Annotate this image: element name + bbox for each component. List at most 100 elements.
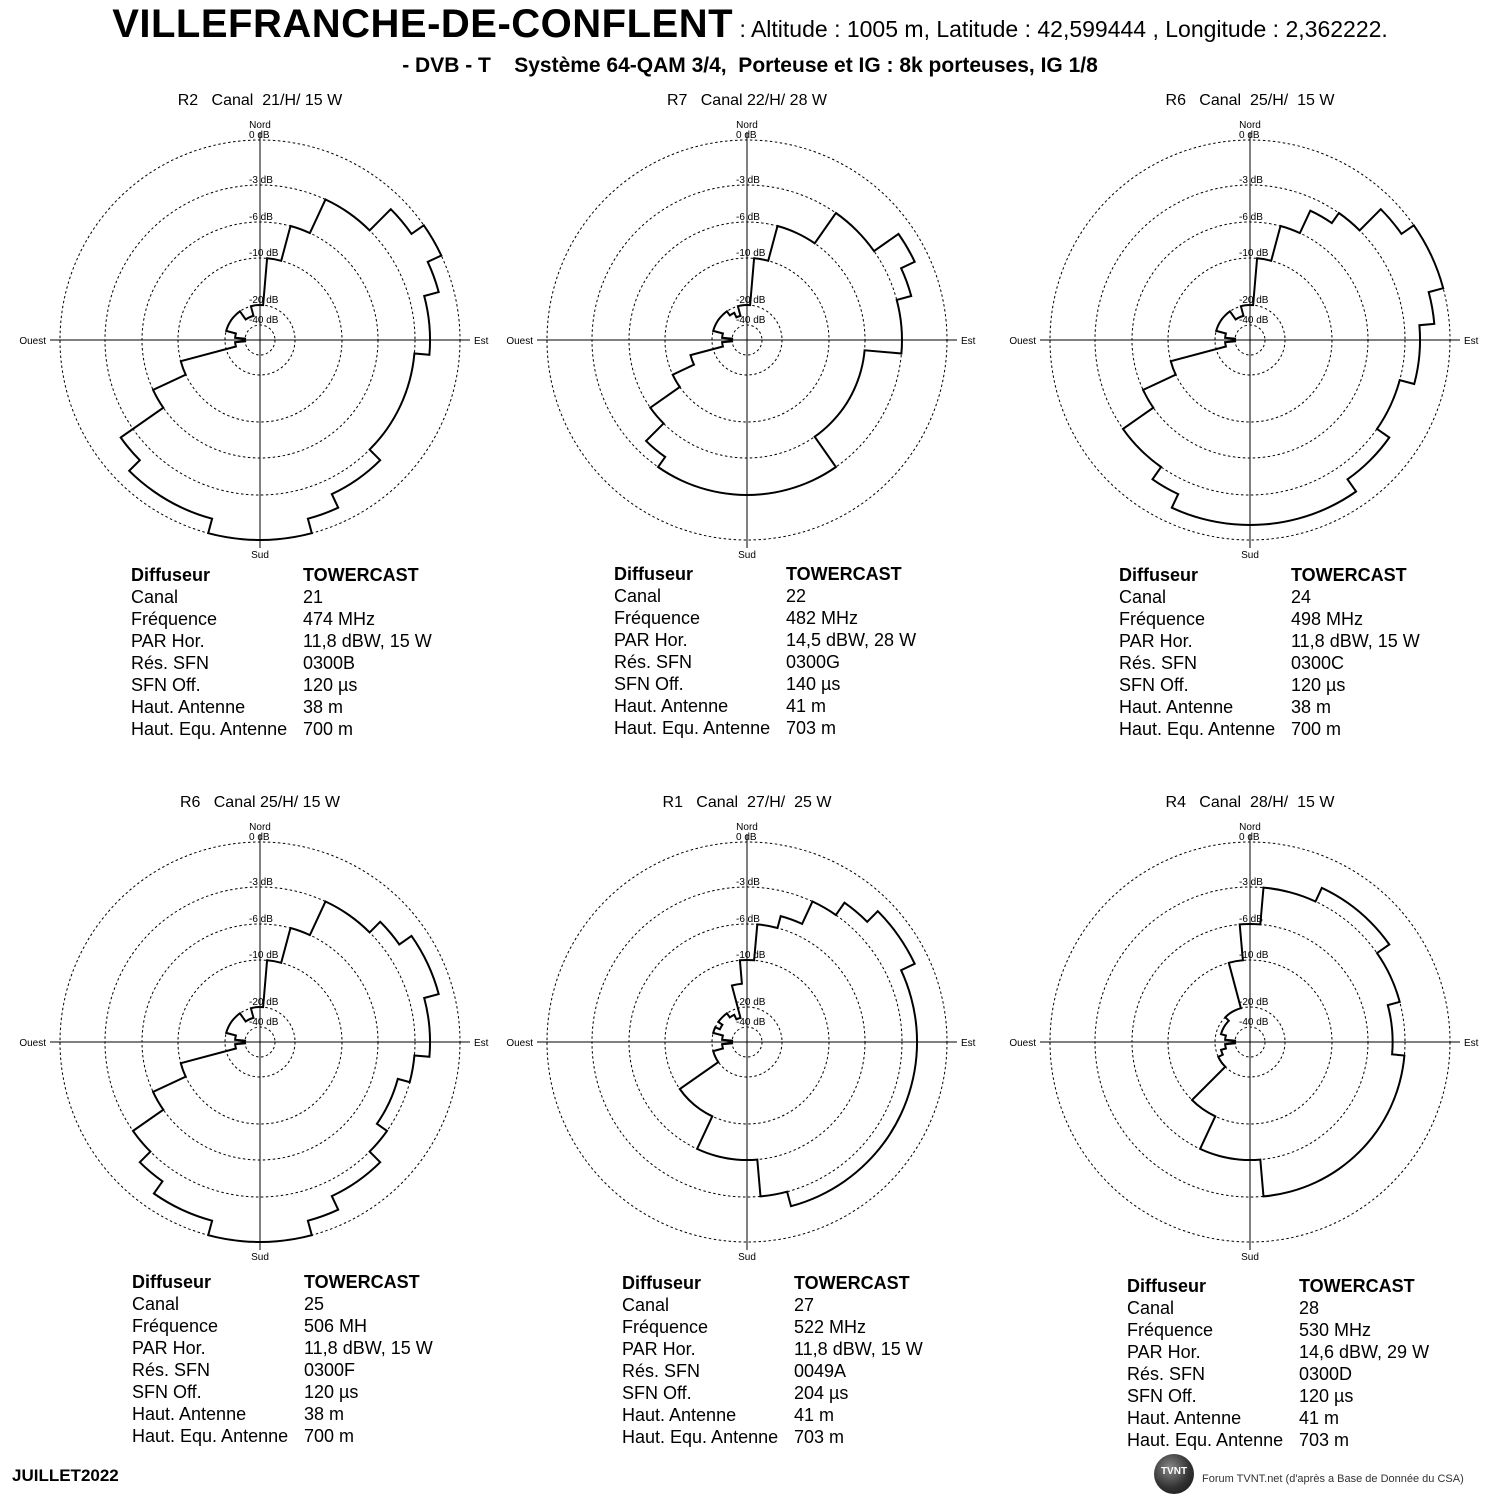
ring-label: -40 dB	[736, 315, 766, 326]
info-label: Haut. Antenne	[622, 1405, 737, 1425]
info-value: 22	[786, 586, 807, 606]
info-label: Diffuseur	[622, 1273, 702, 1293]
ring-label: -3 dB	[736, 877, 760, 888]
info-row: PAR Hor.14,6 dBW, 29 W	[1127, 1341, 1429, 1363]
direction-label-south: Sud	[251, 1252, 269, 1263]
info-value: 41 m	[1299, 1408, 1340, 1428]
direction-label-west: Ouest	[19, 336, 46, 347]
ring-label: -10 dB	[1239, 248, 1269, 259]
info-label: Haut. Equ. Antenne	[622, 1427, 779, 1447]
info-label: Haut. Equ. Antenne	[131, 719, 288, 739]
direction-label-west: Ouest	[1009, 336, 1036, 347]
direction-label-south: Sud	[1241, 550, 1259, 561]
info-value: 120 µs	[303, 675, 358, 695]
radiation-pattern	[1190, 886, 1406, 1198]
info-label: Fréquence	[614, 608, 701, 628]
info-value: 38 m	[1291, 697, 1332, 717]
polar-diagram: 0 dB-3 dB-6 dB-10 dB-20 dB-40 dBNordSudE…	[1009, 822, 1479, 1263]
info-value: 522 MHz	[794, 1317, 867, 1337]
panel-header: R6 Canal 25/H/ 15 W	[179, 794, 341, 811]
polar-diagram: 0 dB-3 dB-6 dB-10 dB-20 dB-40 dBNordSudE…	[506, 822, 976, 1263]
info-row: PAR Hor.14,5 dBW, 28 W	[614, 629, 916, 651]
info-label: Diffuseur	[614, 564, 694, 584]
direction-label-north: Nord	[736, 822, 758, 833]
ring-label: -20 dB	[736, 997, 766, 1008]
direction-label-north: Nord	[1239, 120, 1261, 131]
direction-label-west: Ouest	[19, 1038, 46, 1049]
info-value: 120 µs	[1299, 1386, 1354, 1406]
direction-label-west: Ouest	[506, 336, 533, 347]
ring-label: -40 dB	[249, 1017, 279, 1028]
direction-label-east: Est	[1464, 1038, 1479, 1049]
direction-label-east: Est	[961, 336, 976, 347]
info-label: Diffuseur	[131, 565, 211, 585]
info-value: 498 MHz	[1291, 609, 1364, 629]
info-row: PAR Hor.11,8 dBW, 15 W	[132, 1337, 433, 1359]
panel-header: R1 Canal 27/H/ 25 W	[662, 794, 832, 811]
ring-label: 0 dB	[249, 832, 270, 843]
town-name: VILLEFRANCHE-DE-CONFLENT	[112, 2, 734, 46]
info-row: Haut. Antenne 41 m	[1127, 1407, 1429, 1429]
info-label: Fréquence	[131, 609, 218, 629]
direction-label-south: Sud	[1241, 1252, 1259, 1263]
radiation-pattern	[644, 211, 917, 496]
info-value: 25	[304, 1294, 325, 1314]
polar-diagram: 0 dB-3 dB-6 dB-10 dB-20 dB-40 dBNordSudE…	[19, 822, 488, 1263]
panel-header: R7 Canal 22/H/ 28 W	[666, 92, 828, 109]
direction-label-south: Sud	[738, 1252, 756, 1263]
info-value: TOWERCAST	[1291, 565, 1407, 585]
footer-date: JUILLET2022	[12, 1466, 119, 1485]
logo-text: TVNT	[1160, 1466, 1188, 1477]
ring-label: -3 dB	[1239, 175, 1263, 186]
info-value: TOWERCAST	[303, 565, 419, 585]
polar-diagram: 0 dB-3 dB-6 dB-10 dB-20 dB-40 dBNordSudE…	[506, 120, 976, 561]
info-label: Rés. SFN	[1127, 1364, 1206, 1384]
footer-credit: TVNT Forum TVNT.net (d'après a Base de D…	[1150, 1452, 1495, 1496]
info-value: 474 MHz	[303, 609, 376, 629]
info-value: 11,8 dBW, 15 W	[794, 1339, 923, 1359]
direction-label-east: Est	[961, 1038, 976, 1049]
info-label: Fréquence	[1127, 1320, 1214, 1340]
ring-label: 0 dB	[249, 130, 270, 141]
ring-label: -10 dB	[736, 950, 766, 961]
info-row: PAR Hor.11,8 dBW, 15 W	[131, 630, 432, 652]
info-value: 120 µs	[1291, 675, 1346, 695]
info-row: SFN Off.204 µs	[622, 1382, 923, 1404]
info-label: Canal	[1127, 1298, 1175, 1318]
info-label: Canal	[622, 1295, 670, 1315]
info-label: Haut. Antenne	[1127, 1408, 1242, 1428]
ring-label: -6 dB	[249, 212, 273, 223]
site-coordinates: : Altitude : 1005 m, Latitude : 42,59944…	[733, 16, 1388, 42]
ring-label: 0 dB	[736, 832, 757, 843]
ring-label: -10 dB	[736, 248, 766, 259]
info-value: 506 MH	[304, 1316, 368, 1336]
info-value: 11,8 dBW, 15 W	[303, 631, 432, 651]
info-value: 0049A	[794, 1361, 847, 1381]
info-row: SFN Off.120 µs	[131, 674, 432, 696]
radiation-pattern	[119, 198, 443, 541]
antenna-panel: R7 Canal 22/H/ 28 W 0 dB-3 dB-6 dB-10 dB-…	[497, 92, 997, 792]
info-value: 482 MHz	[786, 608, 859, 628]
info-value: 0300C	[1291, 653, 1345, 673]
info-value: TOWERCAST	[304, 1272, 420, 1292]
info-label: Canal	[1119, 587, 1167, 607]
info-value: 14,6 dBW, 29 W	[1299, 1342, 1430, 1362]
polar-diagram: 0 dB-3 dB-6 dB-10 dB-20 dB-40 dBNordSudE…	[1009, 120, 1478, 561]
info-label: Haut. Antenne	[614, 696, 729, 716]
